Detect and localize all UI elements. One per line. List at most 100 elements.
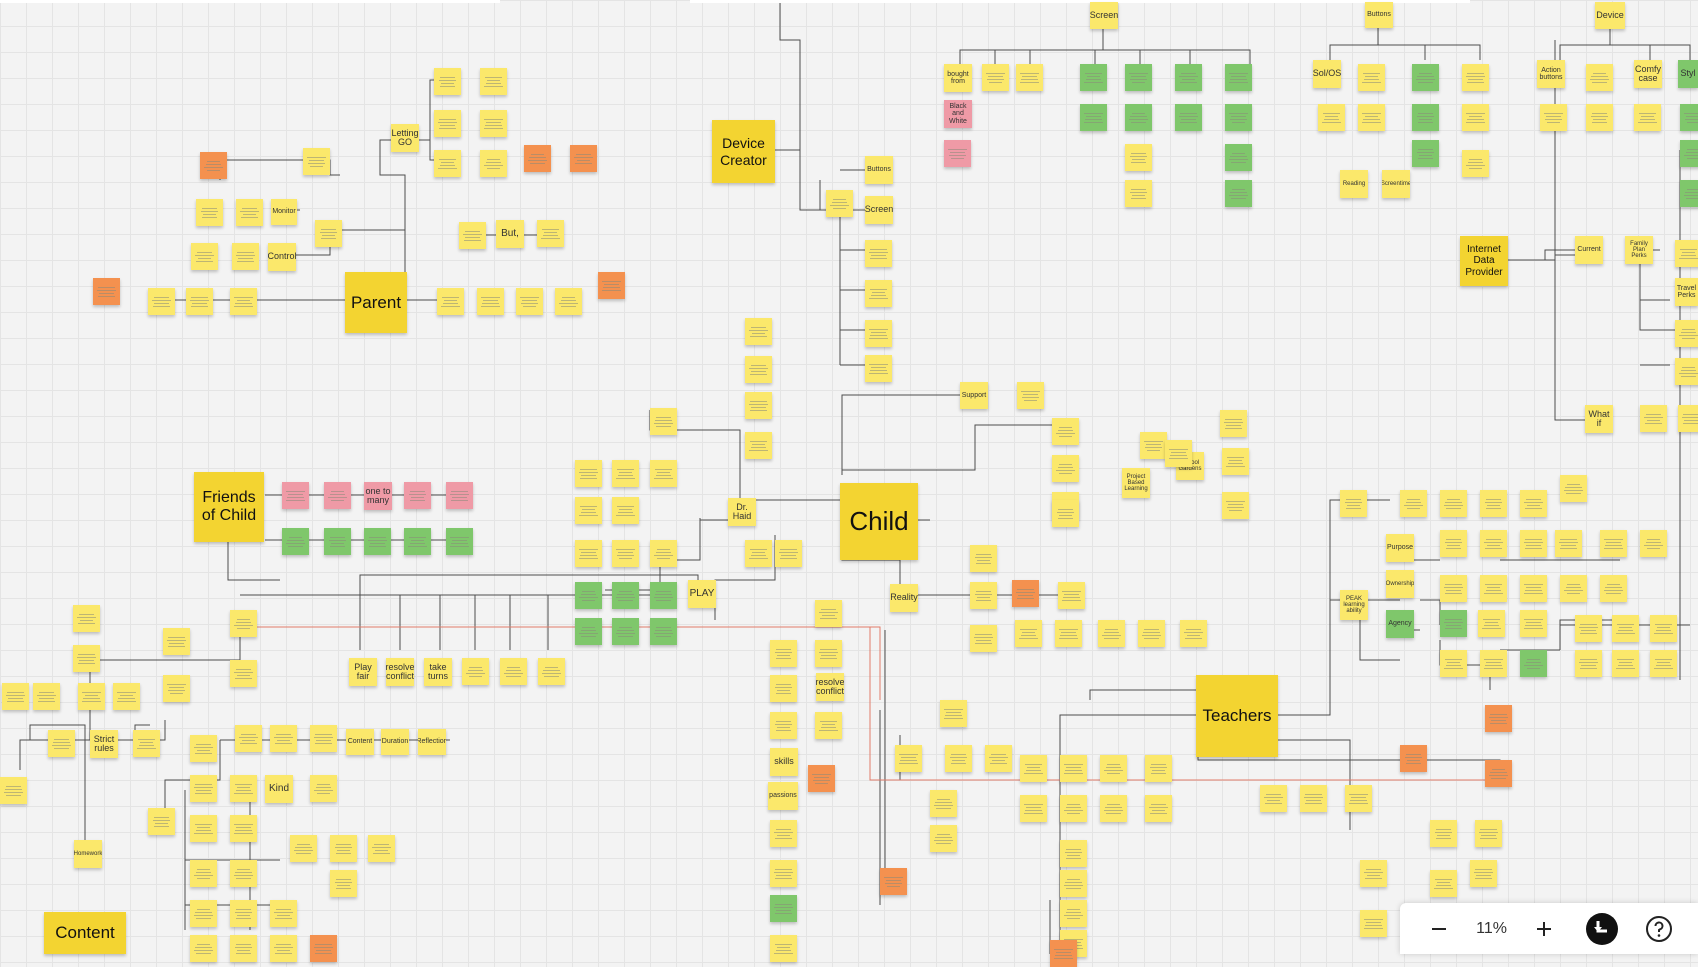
tiny-sticky-note[interactable] [1575, 650, 1602, 677]
sticky-note-resolve-conflict[interactable]: resolve conflict [386, 658, 414, 686]
tiny-sticky-note[interactable] [770, 640, 797, 667]
tiny-sticky-note[interactable] [612, 618, 639, 645]
tiny-sticky-note[interactable] [73, 645, 100, 672]
tiny-sticky-note[interactable] [770, 935, 797, 962]
tiny-sticky-note[interactable] [1080, 104, 1107, 131]
tiny-sticky-note[interactable] [1440, 575, 1467, 602]
tiny-sticky-note[interactable] [133, 730, 160, 757]
tiny-sticky-note[interactable] [230, 610, 257, 637]
tiny-sticky-note[interactable] [1586, 64, 1613, 91]
tiny-sticky-note[interactable] [404, 528, 431, 555]
tiny-sticky-note[interactable] [1586, 104, 1613, 131]
tiny-sticky-note[interactable] [310, 725, 337, 752]
tiny-sticky-note[interactable] [1520, 490, 1547, 517]
tiny-sticky-note[interactable] [1560, 575, 1587, 602]
tiny-sticky-note[interactable] [1555, 530, 1582, 557]
tiny-sticky-note[interactable] [1485, 705, 1512, 732]
sticky-note-letting-go[interactable]: Letting GO [391, 124, 419, 152]
tiny-sticky-note[interactable] [1180, 620, 1207, 647]
tiny-sticky-note[interactable] [775, 540, 802, 567]
tiny-sticky-note[interactable] [1650, 615, 1677, 642]
tiny-sticky-note[interactable] [1520, 610, 1547, 637]
tiny-sticky-note[interactable] [1225, 144, 1252, 171]
tiny-sticky-note[interactable] [232, 243, 259, 270]
tiny-sticky-note[interactable] [575, 582, 602, 609]
tiny-sticky-note[interactable] [1345, 785, 1372, 812]
tiny-sticky-note[interactable] [113, 683, 140, 710]
tiny-sticky-note[interactable] [1680, 140, 1698, 167]
tiny-sticky-note[interactable] [1222, 492, 1249, 519]
tiny-sticky-note[interactable] [434, 110, 461, 137]
tiny-sticky-note[interactable] [1016, 64, 1043, 91]
tiny-sticky-note[interactable] [1225, 180, 1252, 207]
tiny-sticky-note[interactable] [1430, 820, 1457, 847]
tiny-sticky-note[interactable] [230, 660, 257, 687]
tiny-sticky-note[interactable] [1358, 64, 1385, 91]
tiny-sticky-note[interactable] [612, 582, 639, 609]
tiny-sticky-note[interactable] [537, 220, 564, 247]
tiny-sticky-note[interactable] [1675, 358, 1698, 385]
tiny-sticky-note[interactable] [230, 900, 257, 927]
sticky-note-device-creator[interactable]: Device Creator [712, 120, 775, 183]
tiny-sticky-note[interactable] [650, 460, 677, 487]
tiny-sticky-note[interactable] [1475, 820, 1502, 847]
tiny-sticky-note[interactable] [970, 625, 997, 652]
tiny-sticky-note[interactable] [945, 745, 972, 772]
sticky-note-child[interactable]: Child [840, 483, 918, 560]
tiny-sticky-note[interactable] [1225, 104, 1252, 131]
tiny-sticky-note[interactable] [230, 288, 257, 315]
tiny-sticky-note[interactable] [1340, 490, 1367, 517]
tiny-sticky-note[interactable] [196, 199, 223, 226]
sticky-note-take-turns[interactable]: take turns [424, 658, 452, 686]
tiny-sticky-note[interactable] [1220, 410, 1247, 437]
tiny-sticky-note[interactable] [0, 777, 27, 804]
tiny-sticky-note[interactable] [330, 835, 357, 862]
sticky-note-duration[interactable]: Duration [381, 729, 409, 755]
tiny-sticky-note[interactable] [1478, 610, 1505, 637]
tiny-sticky-note[interactable] [1052, 500, 1079, 527]
tiny-sticky-note[interactable] [826, 190, 853, 217]
tiny-sticky-note[interactable] [1675, 240, 1698, 267]
tiny-sticky-note[interactable] [1015, 620, 1042, 647]
tiny-sticky-note[interactable] [1318, 104, 1345, 131]
zoom-out-button[interactable] [1419, 909, 1459, 949]
tiny-sticky-note[interactable] [598, 272, 625, 299]
tiny-sticky-note[interactable] [612, 460, 639, 487]
sticky-note-monitor[interactable]: Monitor [271, 199, 297, 225]
sticky-note-black-white[interactable]: Black and White [944, 100, 972, 128]
tiny-sticky-note[interactable] [148, 288, 175, 315]
tiny-sticky-note[interactable] [895, 745, 922, 772]
sticky-note-reflection[interactable]: Reflection [418, 729, 446, 755]
tiny-sticky-note[interactable] [1480, 490, 1507, 517]
tiny-sticky-note[interactable] [612, 497, 639, 524]
sticky-note-control[interactable]: Control [268, 243, 296, 271]
tiny-sticky-note[interactable] [940, 700, 967, 727]
tiny-sticky-note[interactable] [944, 140, 971, 167]
tiny-sticky-note[interactable] [1675, 320, 1698, 347]
tiny-sticky-note[interactable] [1678, 405, 1698, 432]
sticky-note-parent[interactable]: Parent [345, 272, 407, 333]
tiny-sticky-note[interactable] [315, 220, 342, 247]
sticky-note-solios[interactable]: Sol/OS [1313, 60, 1341, 88]
tiny-sticky-note[interactable] [230, 860, 257, 887]
tiny-sticky-note[interactable] [459, 222, 486, 249]
tiny-sticky-note[interactable] [270, 900, 297, 927]
sticky-note-project-based[interactable]: Project Based Learning [1122, 468, 1150, 498]
tiny-sticky-note[interactable] [324, 482, 351, 509]
tiny-sticky-note[interactable] [1140, 432, 1167, 459]
tiny-sticky-note[interactable] [33, 683, 60, 710]
sticky-note-family-plan[interactable]: Family Plan Perks [1625, 236, 1653, 264]
help-button[interactable] [1639, 909, 1679, 949]
tiny-sticky-note[interactable] [1400, 745, 1427, 772]
tiny-sticky-note[interactable] [650, 582, 677, 609]
tiny-sticky-note[interactable] [745, 392, 772, 419]
tiny-sticky-note[interactable] [1612, 615, 1639, 642]
tiny-sticky-note[interactable] [575, 618, 602, 645]
tiny-sticky-note[interactable] [303, 148, 330, 175]
sticky-note-purpose[interactable]: Purpose [1386, 534, 1414, 562]
tiny-sticky-note[interactable] [236, 199, 263, 226]
sticky-note-comfy-case[interactable]: Comfy case [1634, 60, 1662, 88]
tiny-sticky-note[interactable] [516, 288, 543, 315]
tiny-sticky-note[interactable] [1052, 455, 1079, 482]
tiny-sticky-note[interactable] [1520, 530, 1547, 557]
